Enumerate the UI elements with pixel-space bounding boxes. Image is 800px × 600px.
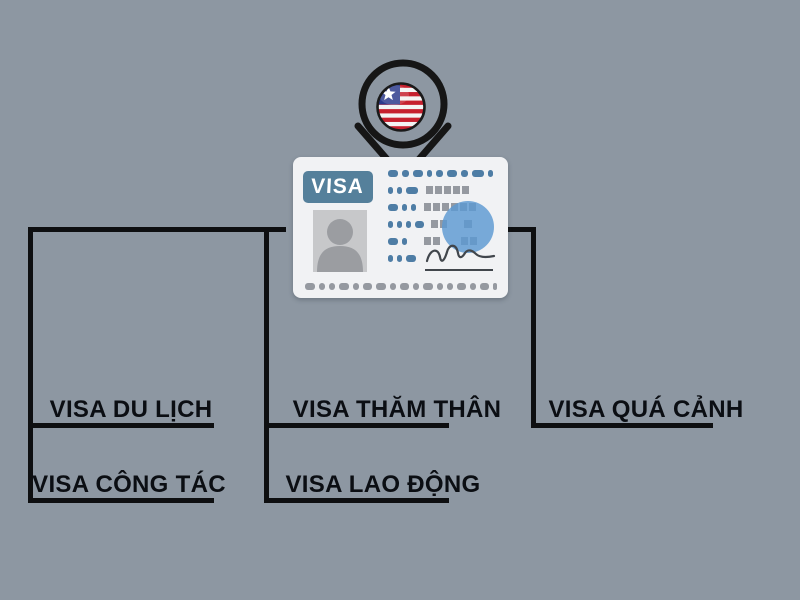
underline-visa-lao-dong (264, 498, 449, 503)
label-visa-tham-than: VISA THĂM THÂN (292, 396, 502, 423)
card-decor (305, 170, 497, 290)
underline-visa-du-lich (28, 423, 214, 428)
visa-badge-text: VISA (310, 175, 366, 198)
label-visa-lao-dong: VISA LAO ĐỘNG (285, 471, 481, 498)
connector-middle-vertical (264, 227, 269, 503)
card-text-dashes-blue (388, 170, 493, 262)
visa-card-illustration: VISA (293, 157, 508, 298)
connector-top-left-horizontal (28, 227, 286, 232)
label-visa-du-lich: VISA DU LỊCH (49, 396, 213, 423)
label-visa-qua-canh: VISA QUÁ CẢNH (548, 396, 744, 423)
signature-icon (425, 244, 496, 271)
connector-top-right-horizontal (505, 227, 536, 232)
visa-badge: VISA (303, 171, 373, 203)
stamp-circle (442, 201, 494, 253)
label-visa-cong-tac: VISA CÔNG TÁC (32, 471, 226, 498)
connector-right-vertical (531, 227, 536, 428)
underline-visa-cong-tac (28, 498, 214, 503)
underline-visa-tham-than (264, 423, 449, 428)
person-silhouette-icon (317, 219, 363, 272)
photo-placeholder (313, 210, 367, 272)
liberia-flag-icon (376, 82, 426, 132)
underline-visa-qua-canh (531, 423, 713, 428)
card-bottom-dashes (305, 283, 497, 290)
connector-left-vertical (28, 227, 33, 503)
